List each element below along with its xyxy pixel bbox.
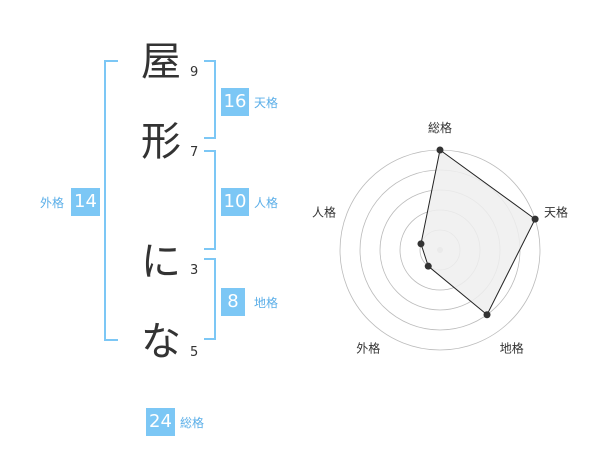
chikaku-label: 地格	[254, 296, 279, 310]
radar-axis-label-3: 地格	[500, 341, 524, 356]
jinkaku-value: 10	[221, 188, 249, 216]
stroke-count-2: 7	[190, 145, 199, 160]
radar-point-2	[531, 215, 539, 223]
gaikaku-value: 14	[71, 188, 100, 216]
soukaku-label: 総格	[180, 416, 205, 430]
radar-axis-label-5: 人格	[312, 204, 336, 219]
soukaku-value: 24	[146, 408, 175, 436]
jinkaku-bracket	[204, 150, 216, 250]
chikaku-bracket	[204, 258, 216, 340]
tenkaku-label: 天格	[254, 96, 279, 110]
radar-point-1	[436, 146, 444, 154]
chikaku-value: 8	[221, 288, 245, 316]
name-char-4: な	[141, 319, 181, 365]
tenkaku-bracket	[204, 60, 216, 139]
radar-axis-label-4: 外格	[356, 341, 380, 356]
radar-axis-label-1: 総格	[428, 120, 452, 135]
radar-point-3	[483, 311, 491, 319]
name-char-1: 屋	[141, 39, 181, 85]
tenkaku-value: 16	[221, 88, 249, 116]
name-char-2: 形	[141, 119, 181, 165]
gaikaku-label: 外格	[40, 196, 65, 210]
stroke-count-3: 3	[190, 263, 199, 278]
radar-axis-label-2: 天格	[544, 204, 568, 219]
radar-point-5	[417, 240, 425, 248]
gaikaku-bracket	[104, 60, 118, 341]
radar-series-polygon	[420, 149, 536, 316]
radar-point-4	[424, 262, 432, 270]
name-char-3: に	[141, 239, 181, 285]
jinkaku-label: 人格	[254, 196, 279, 210]
stroke-count-4: 5	[190, 345, 199, 360]
stroke-count-1: 9	[190, 65, 199, 80]
